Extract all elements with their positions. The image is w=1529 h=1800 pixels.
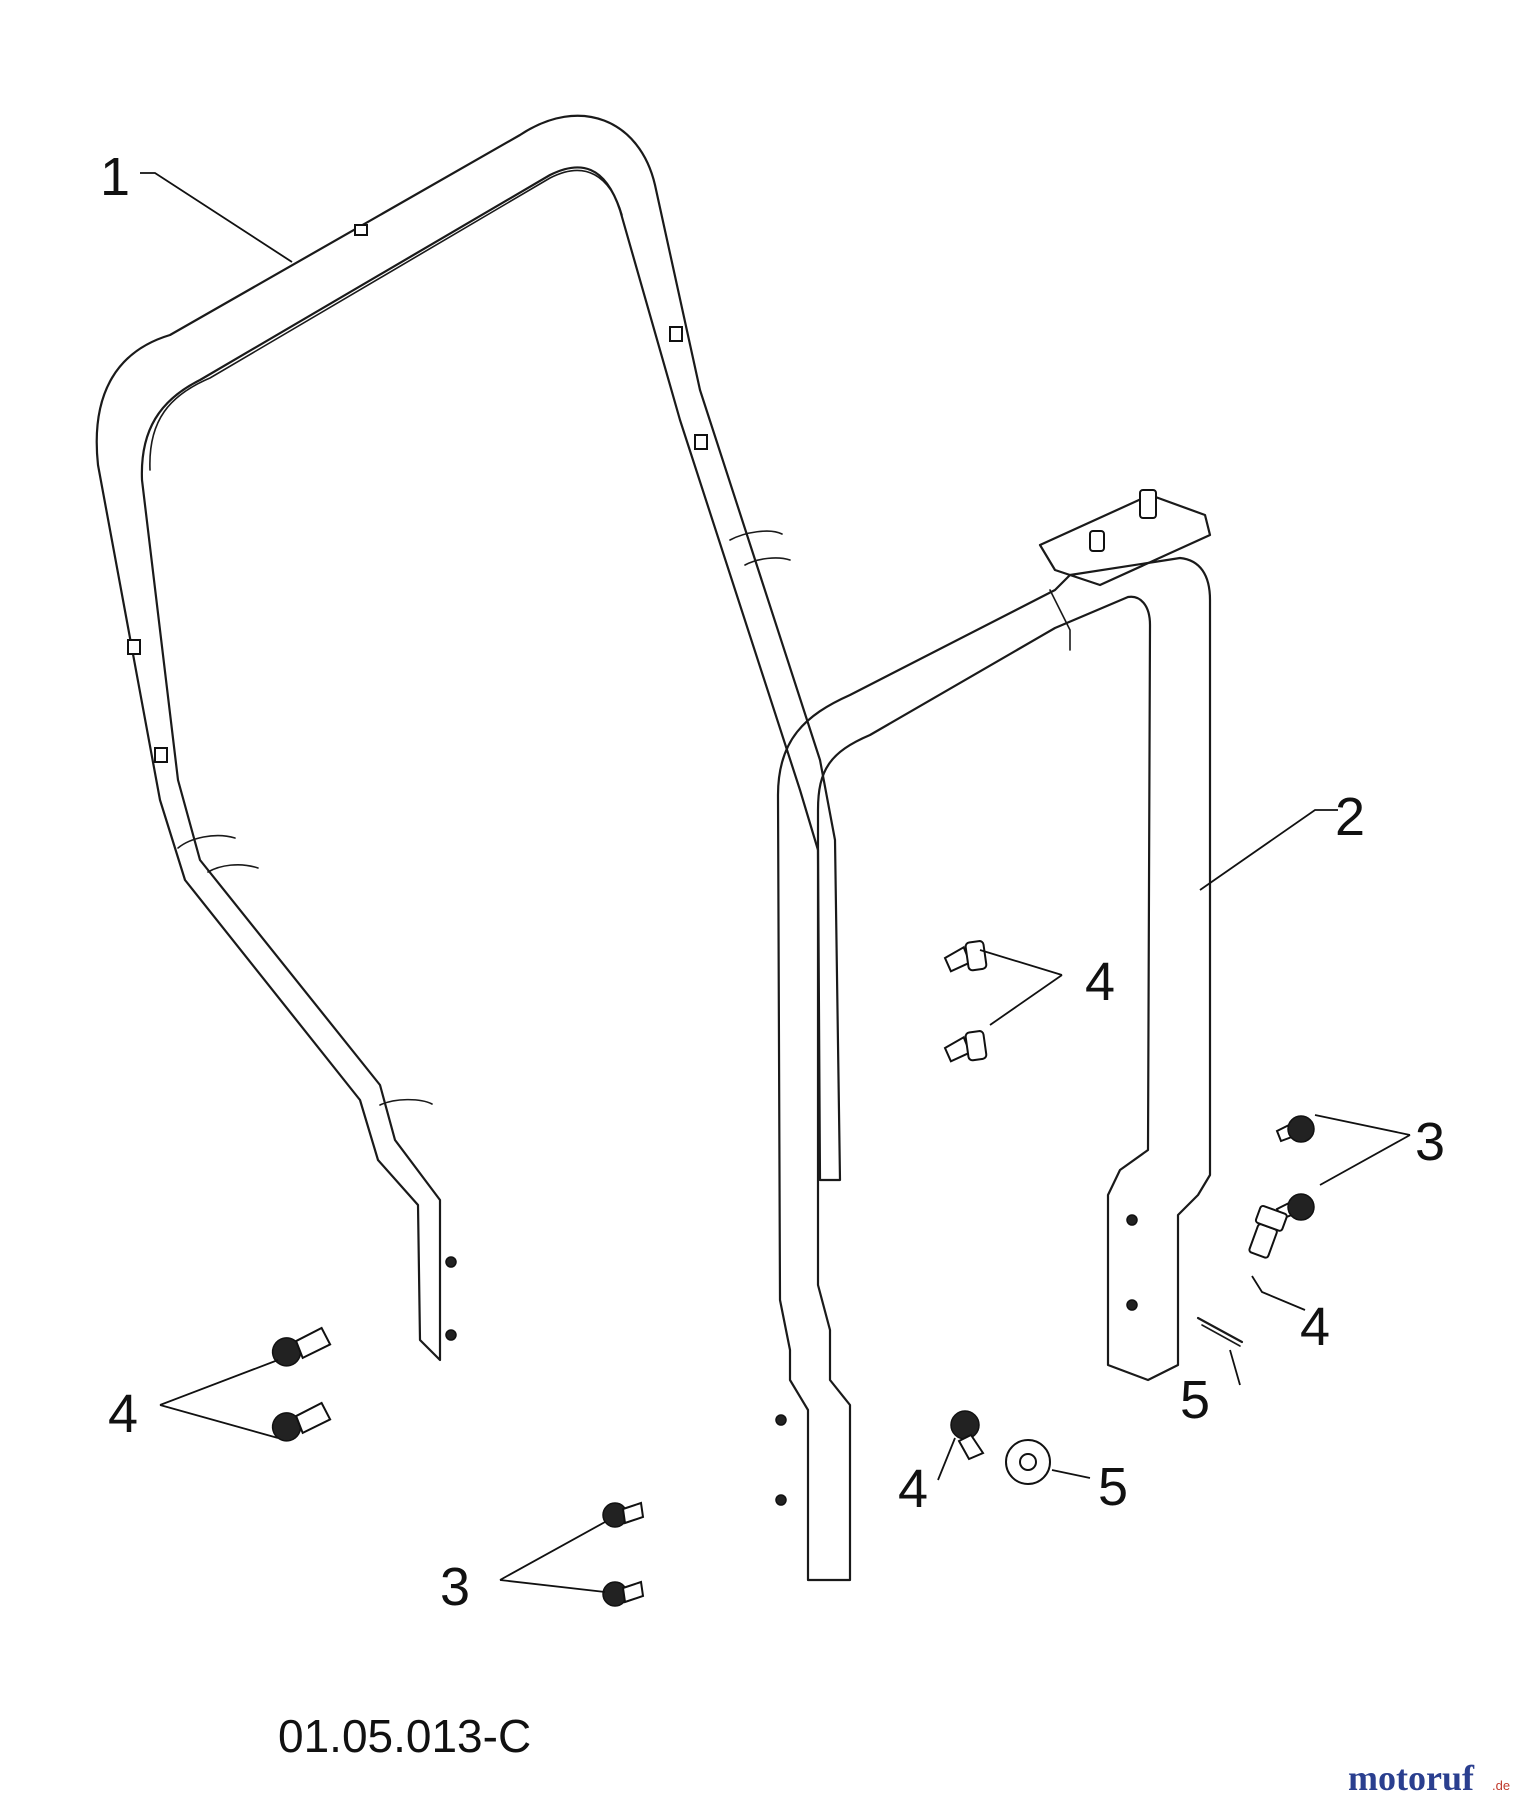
nut-icon <box>1275 1115 1315 1143</box>
bolt-icon <box>950 1410 985 1461</box>
callout-label: 5 <box>1098 1457 1128 1517</box>
callout-label: 1 <box>100 147 130 207</box>
callout-label: 4 <box>1085 952 1115 1012</box>
callout-label: 4 <box>108 1384 138 1444</box>
callout-label: 4 <box>898 1459 928 1519</box>
watermark-suffix: .de <box>1492 1778 1510 1793</box>
watermark-logo: motoruf .de <box>1348 1758 1510 1798</box>
callout-label: 2 <box>1335 787 1365 847</box>
washer-icon <box>1005 1439 1051 1485</box>
bolt-icon <box>271 1326 332 1367</box>
callout-label: 3 <box>440 1557 470 1617</box>
watermark-text: motoruf <box>1348 1758 1475 1798</box>
bolt-icon <box>271 1401 332 1442</box>
callout-label: 5 <box>1180 1370 1210 1430</box>
nut-icon <box>602 1501 645 1528</box>
leader-lines <box>140 172 1411 1593</box>
bolt-icon <box>943 1030 988 1063</box>
lower-handlebar <box>775 489 1212 1582</box>
drawing-code: 01.05.013-C <box>278 1710 531 1762</box>
bolt-icon <box>1248 1204 1288 1259</box>
callout-label: 4 <box>1300 1297 1330 1357</box>
bolt-icon <box>943 940 988 973</box>
pin-icon <box>1196 1316 1244 1347</box>
upper-handlebar <box>95 114 842 1362</box>
callout-label: 3 <box>1415 1112 1445 1172</box>
nut-icon <box>602 1580 645 1607</box>
hardware-group <box>271 940 1315 1607</box>
